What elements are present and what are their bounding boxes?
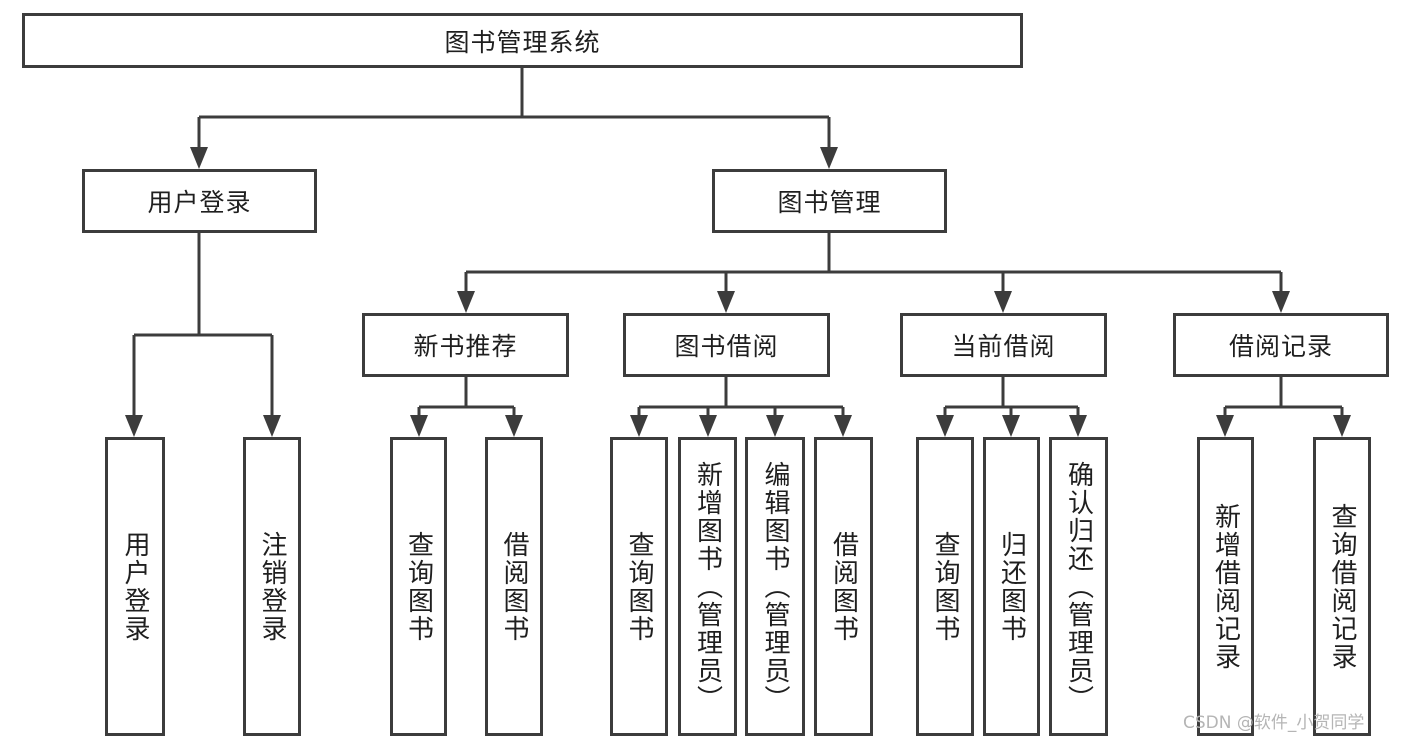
node-cb-confirm-return: 确认归还（管理员） [1049, 437, 1108, 736]
node-current-borrow: 当前借阅 [900, 313, 1107, 377]
node-cb-query-books: 查询图书 [916, 437, 974, 736]
node-book-borrow-label: 图书借阅 [674, 332, 779, 361]
node-new-book-recommend: 新书推荐 [362, 313, 569, 377]
node-logout-label: 注销登录 [257, 530, 287, 643]
node-nb-borrow-books-label: 借阅图书 [499, 530, 529, 643]
node-book-borrow: 图书借阅 [623, 313, 830, 377]
node-user-login-group-label: 用户登录 [147, 188, 252, 217]
node-bb-query-books-label: 查询图书 [624, 530, 654, 643]
node-nb-query-books-label: 查询图书 [403, 530, 434, 643]
node-book-management-label: 图书管理 [777, 188, 882, 217]
node-cb-return-books: 归还图书 [983, 437, 1040, 736]
node-logout: 注销登录 [243, 437, 301, 736]
node-br-query-record: 查询借阅记录 [1313, 437, 1371, 736]
node-br-add-record: 新增借阅记录 [1197, 437, 1254, 736]
node-bb-query-books: 查询图书 [610, 437, 668, 736]
node-br-add-record-label: 新增借阅记录 [1210, 502, 1241, 671]
node-cb-query-books-label: 查询图书 [930, 530, 960, 643]
node-bb-add-books-label: 新增图书（管理员） [692, 460, 723, 713]
node-bb-borrow-books-label: 借阅图书 [828, 530, 859, 643]
node-cb-confirm-return-label: 确认归还（管理员） [1063, 460, 1094, 713]
node-root: 图书管理系统 [22, 13, 1023, 68]
node-user-login-label: 用户登录 [120, 530, 150, 643]
node-bb-add-books: 新增图书（管理员） [678, 437, 737, 736]
node-borrow-records-label: 借阅记录 [1228, 332, 1333, 361]
node-root-label: 图书管理系统 [444, 27, 601, 57]
node-bb-edit-books-label: 编辑图书（管理员） [760, 460, 790, 713]
node-nb-borrow-books: 借阅图书 [485, 437, 543, 736]
node-bb-borrow-books: 借阅图书 [814, 437, 873, 736]
node-borrow-records: 借阅记录 [1173, 313, 1389, 377]
node-nb-query-books: 查询图书 [390, 437, 447, 736]
node-cb-return-books-label: 归还图书 [996, 530, 1027, 643]
node-current-borrow-label: 当前借阅 [951, 332, 1056, 361]
node-br-query-record-label: 查询借阅记录 [1327, 502, 1357, 671]
node-user-login-group: 用户登录 [82, 169, 317, 233]
node-book-management: 图书管理 [712, 169, 947, 233]
node-bb-edit-books: 编辑图书（管理员） [745, 437, 805, 736]
node-user-login: 用户登录 [105, 437, 165, 736]
node-new-book-recommend-label: 新书推荐 [413, 332, 518, 361]
csdn-watermark: CSDN @软件_小贺同学 [1183, 713, 1365, 733]
